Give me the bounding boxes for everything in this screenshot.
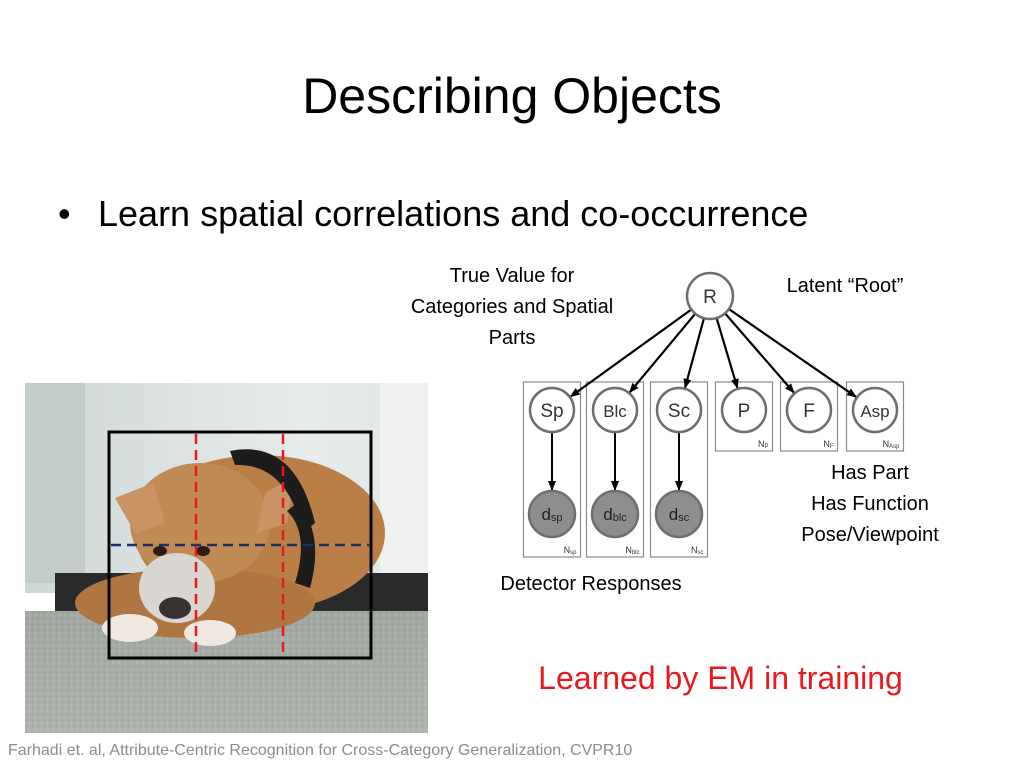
node-blc <box>591 386 639 434</box>
root-node <box>685 271 735 321</box>
door-frame <box>380 383 428 593</box>
detector-node-sp <box>527 489 577 539</box>
em-training-note: Learned by EM in training <box>538 660 903 696</box>
node-label-asp: Asp <box>860 402 889 421</box>
node-p <box>720 386 768 434</box>
wall-panel <box>25 383 85 583</box>
slide-title: Describing Objects <box>302 68 722 124</box>
plate-count-f: NF <box>823 439 834 450</box>
detector-node-sc <box>654 489 704 539</box>
bullet-text: Learn spatial correlations and co-occurr… <box>98 193 809 234</box>
edge-root-asp <box>728 308 857 398</box>
node-f <box>785 386 833 434</box>
plate-blc <box>585 381 645 558</box>
node-label-p: P <box>738 401 751 422</box>
plate-count-asp: NAsp <box>883 439 901 450</box>
node-sp <box>528 386 576 434</box>
plate-sc <box>649 381 709 558</box>
plate-sp <box>522 381 582 558</box>
plate-asp <box>845 381 905 452</box>
plate-count-sc: Nsc <box>691 545 704 556</box>
node-label-f: F <box>803 401 815 422</box>
node-label-sc: Sc <box>668 401 690 422</box>
edge-root-blc <box>628 312 697 394</box>
true-value-label: True Value for Categories and Spatial Pa… <box>410 265 614 349</box>
bullet-point: • Learn spatial correlations and co-occur… <box>58 190 808 238</box>
root-node-label: R <box>703 287 717 308</box>
latent-root-label: Latent “Root” <box>786 275 904 297</box>
node-sc <box>655 386 703 434</box>
dog-photo <box>25 383 428 733</box>
edge-root-p <box>715 317 739 389</box>
node-label-sp: Sp <box>540 401 563 422</box>
edge-root-sp <box>569 308 692 398</box>
edge-root-f <box>724 312 795 394</box>
bounding-box <box>107 430 373 660</box>
node-label-blc: Blc <box>603 402 627 421</box>
citation: Farhadi et. al, Attribute-Centric Recogn… <box>8 742 633 759</box>
plate-p <box>714 381 774 452</box>
bullet-icon: • <box>58 193 71 234</box>
plate-count-p: NP <box>758 439 769 450</box>
plate-count-sp: Nsp <box>564 545 578 556</box>
edge-root-sc <box>683 317 706 389</box>
detector-node-blc <box>590 489 640 539</box>
node-asp <box>851 386 899 434</box>
node-annotation-label: Has Part Has Function Pose/Viewpoint <box>801 462 939 546</box>
detector-responses-label: Detector Responses <box>500 573 682 595</box>
plate-f <box>779 381 839 452</box>
plate-count-blc: Nblc <box>625 545 639 556</box>
